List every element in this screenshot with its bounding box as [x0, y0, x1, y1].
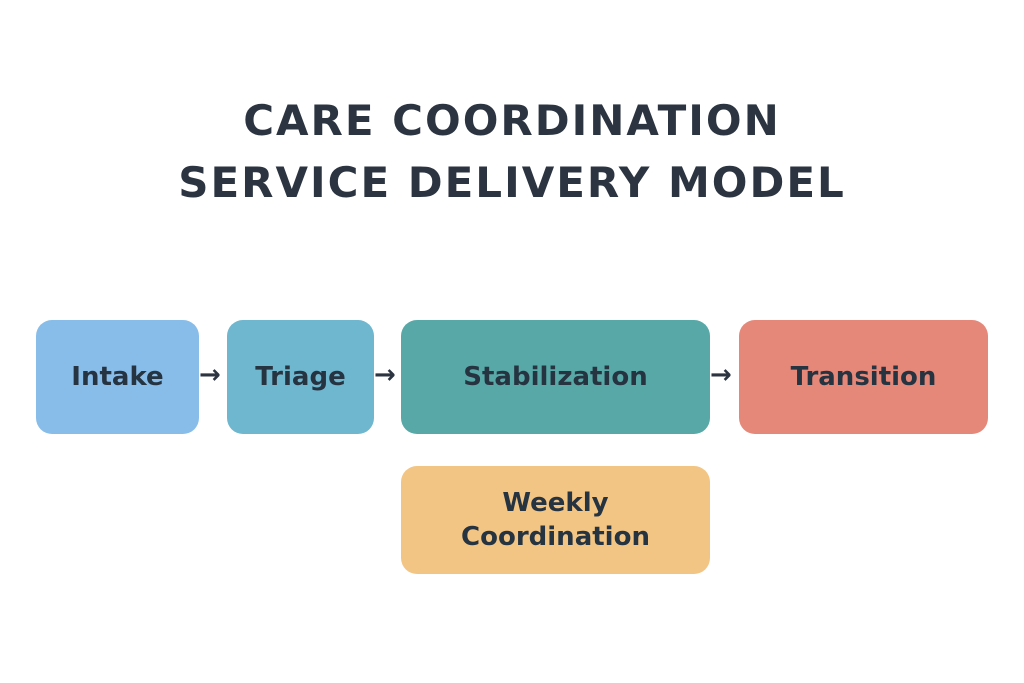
title-line-1: CARE COORDINATION — [243, 96, 781, 145]
node-label: Transition — [790, 362, 937, 392]
node-intake: Intake — [36, 320, 199, 434]
title-line-2: SERVICE DELIVERY MODEL — [178, 158, 846, 207]
arrow-icon: → — [710, 360, 732, 390]
node-stabilization: Stabilization — [401, 320, 710, 434]
node-transition: Transition — [739, 320, 988, 434]
arrow-icon: → — [374, 360, 396, 390]
node-label: Triage — [255, 362, 346, 392]
node-weekly-coordination: Weekly Coordination — [401, 466, 710, 574]
node-label: Weekly Coordination — [461, 488, 650, 552]
node-label: Intake — [71, 362, 164, 392]
arrow-icon: → — [199, 360, 221, 390]
node-label: Stabilization — [463, 362, 648, 392]
node-triage: Triage — [227, 320, 374, 434]
